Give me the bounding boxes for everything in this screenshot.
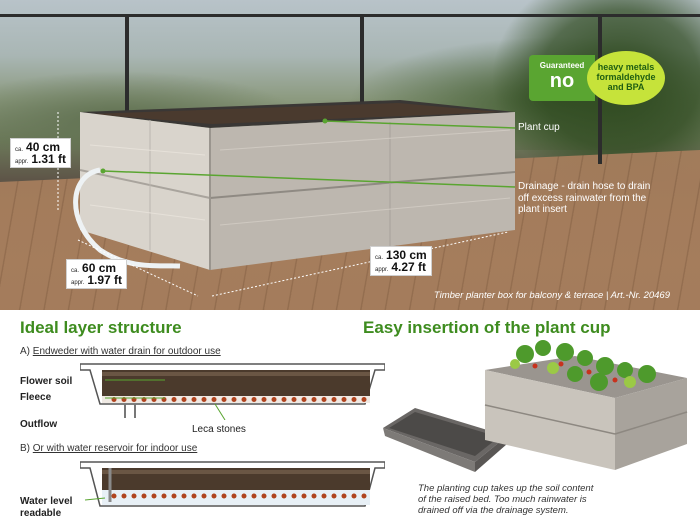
option-b-heading: B) Or with water reservoir for indoor us… (20, 443, 198, 454)
layer-diagram-a (80, 363, 385, 420)
insertion-description: The planting cup takes up the soil conte… (418, 483, 594, 516)
product-caption: Timber planter box for balcony & terrace… (433, 290, 670, 301)
layer-structure-title: Ideal layer structure (20, 318, 182, 337)
insertion-illustration (383, 340, 688, 472)
dimension-width-tag: ca.130 cm appr.4.27 ft (370, 246, 432, 276)
callout-lines (100, 118, 516, 188)
leca-stones-label: Leca stones (192, 424, 246, 435)
railing-post (125, 14, 129, 164)
plant-cup-label: Plant cup (518, 122, 560, 133)
outflow-label: Outflow (20, 419, 58, 430)
flower-soil-label: Flower soil (20, 376, 73, 387)
guarantee-badge: Guaranteed no heavy metals formaldehyde … (529, 51, 665, 105)
planter-box-illustration (73, 100, 516, 270)
option-a-heading: A) Endweder with water drain for outdoor… (20, 346, 221, 357)
layer-diagram-b (80, 461, 385, 507)
fleece-label: Fleece (20, 392, 52, 403)
hero-photo: ca.40 cm appr.1.31 ft ca.60 cm appr.1.97… (0, 0, 700, 310)
drainage-label: Drainage - drain hose to drain off exces… (518, 181, 651, 215)
insertion-title: Easy insertion of the plant cup (363, 318, 611, 337)
dimension-height-tag: ca.40 cm appr.1.31 ft (10, 138, 72, 168)
water-level-label: Water level readable (20, 496, 73, 519)
railing-post (360, 14, 364, 164)
dimension-depth-tag: ca.60 cm appr.1.97 ft (66, 259, 128, 289)
railing-top (0, 14, 700, 17)
